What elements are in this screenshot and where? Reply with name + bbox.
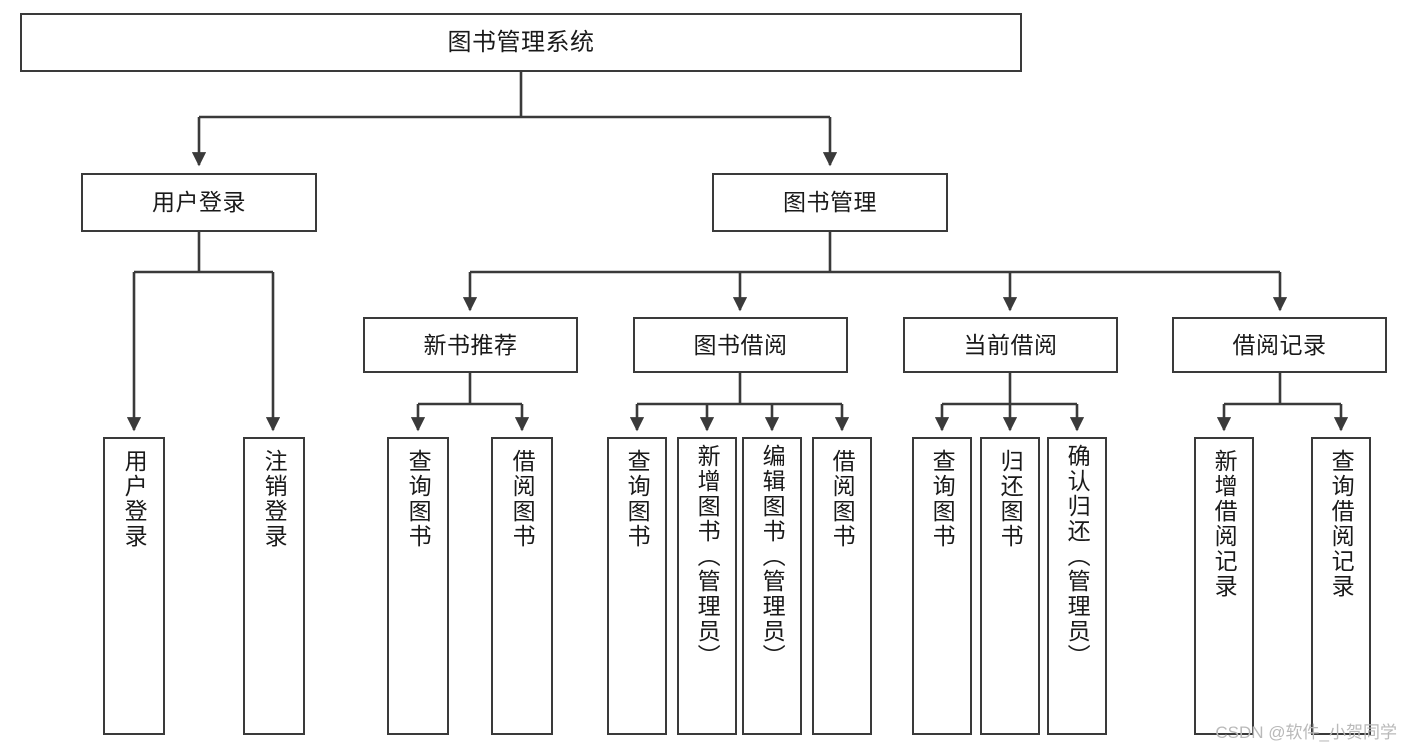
node-label: 查询借阅记录 (1328, 449, 1355, 599)
node-label: 用户登录 (121, 449, 148, 549)
leaf-recommend-query-book[interactable]: 查询图书 (387, 437, 449, 735)
leaf-record-add-record[interactable]: 新增借阅记录 (1194, 437, 1254, 735)
node-label: 当前借阅 (963, 331, 1058, 358)
node-borrow-record[interactable]: 借阅记录 (1172, 317, 1387, 373)
leaf-current-return-book[interactable]: 归还图书 (980, 437, 1040, 735)
leaf-user-login-logout[interactable]: 注销登录 (243, 437, 305, 735)
csdn-watermark: CSDN @软件_小贺同学 (1215, 723, 1397, 742)
node-label: 确认归还（管理员） (1064, 444, 1091, 669)
leaf-borrow-query-book[interactable]: 查询图书 (607, 437, 667, 735)
node-book-management[interactable]: 图书管理 (712, 173, 948, 232)
node-label: 查询图书 (624, 449, 651, 549)
leaf-current-confirm-return-admin[interactable]: 确认归还（管理员） (1047, 437, 1107, 735)
node-label: 用户登录 (152, 189, 246, 216)
leaf-borrow-add-book-admin[interactable]: 新增图书（管理员） (677, 437, 737, 735)
leaf-current-query-book[interactable]: 查询图书 (912, 437, 972, 735)
node-label: 借阅图书 (509, 449, 536, 549)
leaf-record-query-record[interactable]: 查询借阅记录 (1311, 437, 1371, 735)
node-new-book-recommend[interactable]: 新书推荐 (363, 317, 578, 373)
node-label: 借阅记录 (1232, 331, 1327, 358)
node-label: 新增借阅记录 (1211, 449, 1238, 599)
node-label: 归还图书 (997, 449, 1024, 549)
leaf-user-login-login[interactable]: 用户登录 (103, 437, 165, 735)
node-label: 图书借阅 (693, 331, 788, 358)
node-root-system[interactable]: 图书管理系统 (20, 13, 1022, 72)
node-label: 图书管理 (783, 189, 877, 216)
node-label: 查询图书 (405, 449, 432, 549)
leaf-borrow-borrow-book[interactable]: 借阅图书 (812, 437, 872, 735)
leaf-recommend-borrow-book[interactable]: 借阅图书 (491, 437, 553, 735)
node-label: 新增图书（管理员） (694, 444, 721, 669)
node-label: 新书推荐 (423, 331, 518, 358)
node-label: 图书管理系统 (447, 28, 595, 56)
node-label: 注销登录 (261, 449, 288, 549)
node-user-login[interactable]: 用户登录 (81, 173, 317, 232)
node-current-borrow[interactable]: 当前借阅 (903, 317, 1118, 373)
node-label: 查询图书 (929, 449, 956, 549)
leaf-borrow-edit-book-admin[interactable]: 编辑图书（管理员） (742, 437, 802, 735)
node-label: 编辑图书（管理员） (759, 444, 786, 669)
node-label: 借阅图书 (829, 449, 856, 549)
node-book-borrow[interactable]: 图书借阅 (633, 317, 848, 373)
